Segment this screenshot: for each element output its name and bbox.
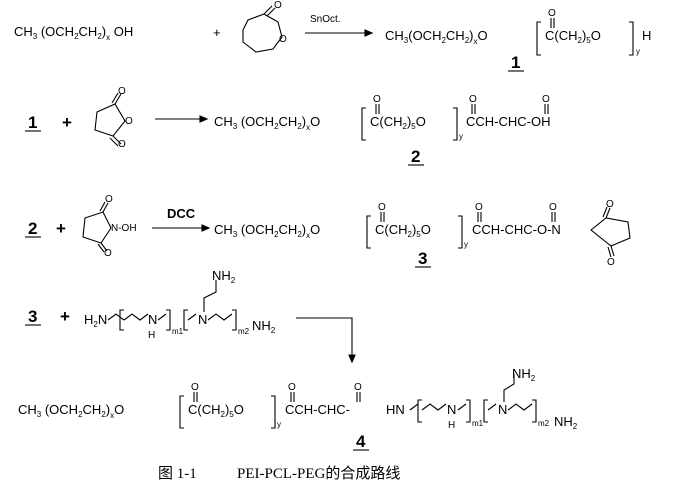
nhs-group-label: N-OH	[111, 223, 137, 234]
svg-text:C(CH2)5O: C(CH2)5O	[545, 28, 601, 45]
svg-text:CCH-CHC-: CCH-CHC-	[285, 402, 350, 417]
svg-text:m1: m1	[172, 327, 184, 336]
pei-block: HN N H m1 N m2 NH2 NH2	[386, 366, 578, 431]
row4-reactant-label: 3	[28, 307, 37, 326]
svg-text:O: O	[378, 202, 386, 213]
compound-4-label: 4	[356, 432, 366, 451]
svg-text:O: O	[373, 94, 381, 105]
svg-text:C(CH2)5O: C(CH2)5O	[370, 114, 426, 131]
svg-text:N: N	[148, 312, 157, 327]
svg-text:O: O	[118, 139, 126, 150]
svg-text:NH2: NH2	[212, 268, 236, 285]
svg-text:O: O	[279, 34, 287, 45]
svg-text:C(CH2)5O: C(CH2)5O	[375, 222, 431, 239]
caption-title: PEI-PCL-PEG的合成路线	[237, 465, 400, 482]
compound-1-label: 1	[511, 53, 520, 72]
svg-text:O: O	[549, 202, 557, 213]
svg-text:O: O	[274, 0, 282, 11]
svg-text:y: y	[464, 240, 468, 249]
plus-sign: +	[213, 25, 221, 40]
svg-text:NH2: NH2	[512, 366, 536, 383]
svg-text:N: N	[447, 402, 456, 417]
svg-text:C(CH2)5O: C(CH2)5O	[188, 402, 244, 419]
nhs-structure: O O N-OH	[82, 194, 137, 259]
svg-text:NH2: NH2	[252, 318, 276, 335]
compound-2-label: 2	[411, 147, 420, 166]
svg-text:O: O	[469, 94, 477, 105]
succinimide-structure: O O	[590, 199, 631, 268]
svg-text:O: O	[125, 116, 133, 127]
row5: CH3 (OCH2CH2)xO C(CH2)5O O y CCH-CHC- O …	[18, 366, 578, 451]
svg-text:H: H	[148, 330, 155, 341]
svg-text:N: N	[198, 312, 207, 327]
row4-plus: +	[60, 307, 70, 326]
row1: CH3 (OCH2CH2)x OH + O O SnOct. CH3(OCH2C…	[14, 0, 651, 72]
svg-text:O: O	[191, 382, 199, 393]
svg-text:N: N	[498, 402, 507, 417]
catalyst-label: SnOct.	[310, 14, 341, 25]
succinic-anhydride-structure: O O O	[94, 86, 133, 150]
compound-3-label: 3	[418, 249, 427, 268]
svg-text:m2: m2	[238, 327, 250, 336]
svg-text:H2N: H2N	[84, 312, 107, 329]
svg-text:CCH-CHC-OH: CCH-CHC-OH	[466, 114, 551, 129]
svg-text:O: O	[104, 248, 112, 259]
svg-text:O: O	[288, 382, 296, 393]
row4: 3 + H2N N H m1 N m2 NH2 NH2	[25, 268, 356, 364]
pcl-peg-formula: CH3(OCH2CH2)xO	[385, 28, 488, 46]
svg-text:CCH-CHC-O-N: CCH-CHC-O-N	[472, 222, 561, 237]
figure-caption: 图 1-1 PEI-PCL-PEG的合成路线	[158, 465, 400, 482]
compound-4-formula: CH3 (OCH2CH2)xO	[18, 402, 124, 420]
svg-text:O: O	[548, 8, 556, 19]
svg-text:NH2: NH2	[554, 414, 578, 431]
caption-figure-number: 图 1-1	[158, 465, 197, 482]
svg-text:H: H	[642, 28, 651, 43]
svg-text:y: y	[277, 420, 281, 429]
svg-text:O: O	[475, 202, 483, 213]
svg-text:m1: m1	[472, 419, 484, 428]
row2-plus: +	[62, 113, 72, 132]
svg-text:O: O	[542, 94, 550, 105]
svg-text:O: O	[607, 257, 615, 268]
row3: 2 + O O N-OH DCC CH3 (OCH2CH2)xO C(CH2)5…	[25, 194, 631, 268]
caprolactone-structure: O O	[242, 0, 287, 53]
pei-structure: H2N N H m1 N m2 NH2 NH2	[84, 268, 276, 341]
svg-text:O: O	[118, 86, 126, 97]
svg-text:O: O	[354, 382, 362, 393]
svg-text:H: H	[448, 420, 455, 431]
row3-plus: +	[56, 219, 66, 238]
svg-text:m2: m2	[538, 419, 550, 428]
svg-text:y: y	[459, 132, 463, 141]
svg-text:O: O	[606, 199, 614, 210]
row2-reactant-label: 1	[28, 113, 37, 132]
mpeg-formula: CH3 (OCH2CH2)x OH	[14, 24, 133, 42]
svg-text:y: y	[636, 47, 640, 56]
compound-3-formula: CH3 (OCH2CH2)xO	[214, 222, 320, 240]
dcc-label: DCC	[167, 206, 196, 221]
compound-2-formula: CH3 (OCH2CH2)xO	[214, 114, 320, 132]
row3-reactant-label: 2	[28, 219, 37, 238]
row2: 1 + O O O CH3 (OCH2CH2)xO C(CH2)5O O y C…	[25, 86, 551, 166]
svg-text:HN: HN	[386, 402, 405, 417]
svg-text:O: O	[105, 194, 113, 205]
